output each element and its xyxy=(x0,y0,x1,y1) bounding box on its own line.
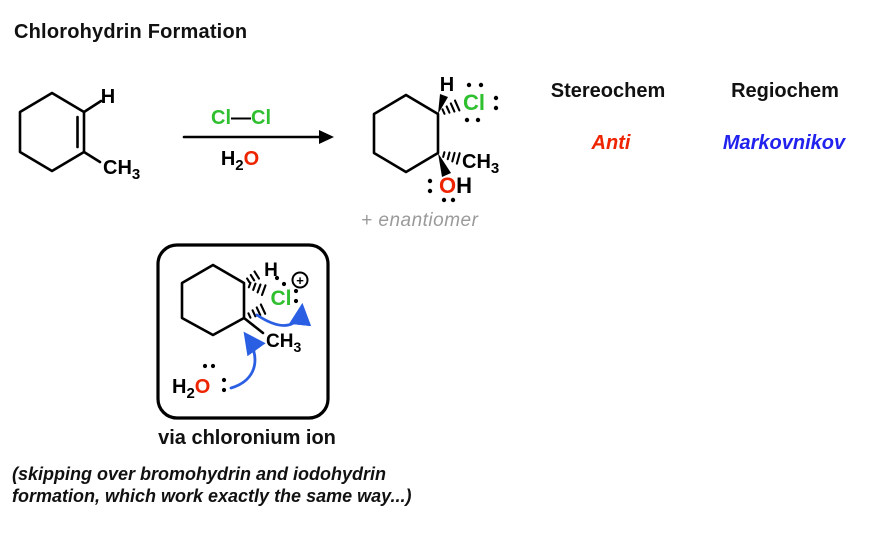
intermediate-cl-hash-wedge-top xyxy=(247,281,267,297)
product-oh-h: H xyxy=(456,173,472,198)
solvent-water-label: H2O xyxy=(221,148,259,174)
product-methyl-hash-wedge xyxy=(442,151,461,165)
reactant-ring xyxy=(18,91,86,173)
reactant-methyl-bond xyxy=(82,150,102,164)
solvent-sub: 2 xyxy=(235,157,243,174)
intermediate-methyl-label: CH3 xyxy=(266,331,301,355)
footnote-line1: (skipping over bromohydrin and iodohydri… xyxy=(12,464,387,484)
intermediate-cl-hash-wedge-bottom xyxy=(247,303,267,319)
intermediate-cl-label: Cl xyxy=(271,287,292,310)
solvent-o: O xyxy=(244,148,260,170)
product-methyl-sub: 3 xyxy=(491,160,499,177)
reactant-h-label: H xyxy=(101,86,115,108)
stereochem-value: Anti xyxy=(591,132,631,154)
product-o: O xyxy=(439,173,456,198)
intermediate-h-label: H xyxy=(264,260,278,281)
reaction-arrow-head xyxy=(319,130,334,144)
product-o-lone-pairs xyxy=(427,178,456,203)
footnote: (skipping over bromohydrin and iodohydri… xyxy=(12,463,411,507)
intermediate-cl-lone-pairs xyxy=(274,275,299,304)
mechanism-arrow-water-attack xyxy=(229,331,266,390)
reactant-h-bond xyxy=(82,99,103,114)
intermediate-water-sub: 2 xyxy=(186,385,194,402)
product-methyl-label: CH3 xyxy=(462,151,499,177)
regiochem-value: Markovnikov xyxy=(722,132,846,154)
product-oh-label: OH xyxy=(439,173,472,198)
intermediate-water-h: H xyxy=(172,376,186,398)
intermediate-box xyxy=(156,243,330,420)
reagent-cl2-label: Cl—Cl xyxy=(211,107,271,129)
product-cl-hash-wedge xyxy=(441,99,461,115)
product-h-label: H xyxy=(440,74,454,96)
product-ring xyxy=(372,93,440,174)
intermediate-methyl-ch: CH xyxy=(266,331,293,352)
product-structure: H Cl CH3 O xyxy=(372,74,499,203)
plus-charge-sign: + xyxy=(296,273,304,288)
intermediate-ring xyxy=(180,263,246,337)
page-title: Chlorohydrin Formation xyxy=(14,21,248,43)
reagent-cl1: Cl xyxy=(211,107,231,129)
intermediate-methyl-sub: 3 xyxy=(293,339,301,355)
reactant-structure: H CH3 xyxy=(18,86,140,183)
product-cl-lone-pairs xyxy=(464,82,499,123)
enantiomer-note: + enantiomer xyxy=(361,210,479,231)
reagent-cl2: Cl xyxy=(251,107,271,129)
reactant-methyl-ch: CH xyxy=(103,157,132,179)
reagent-clcl-bond: — xyxy=(231,107,251,129)
plus-charge-icon: + xyxy=(291,271,309,289)
stereochem-header: Stereochem xyxy=(550,80,666,102)
intermediate-caption: via chloronium ion xyxy=(158,427,336,449)
product-methyl-ch: CH xyxy=(462,151,491,173)
intermediate-methyl-bond xyxy=(242,316,265,335)
reactant-methyl-label: CH3 xyxy=(103,157,140,183)
solvent-h: H xyxy=(221,148,235,170)
reaction-arrow-group: Cl—Cl H2O xyxy=(182,107,334,174)
product-cl-label: Cl xyxy=(463,90,485,115)
product-oh-wedge xyxy=(438,153,451,177)
footnote-line2: formation, which work exactly the same w… xyxy=(12,486,412,506)
intermediate-water-o: O xyxy=(195,376,211,398)
intermediate-water-lone-pairs xyxy=(202,363,227,393)
regiochem-header: Regiochem xyxy=(731,80,839,102)
intermediate-h-hash-wedge xyxy=(246,270,260,284)
product-h-wedge xyxy=(438,94,448,114)
mechanism-arrow-c-cl-to-cl xyxy=(255,302,312,327)
reactant-methyl-sub: 3 xyxy=(132,166,140,183)
intermediate-structure: H + Cl xyxy=(172,260,312,402)
intermediate-water-label: H2O xyxy=(172,376,210,402)
